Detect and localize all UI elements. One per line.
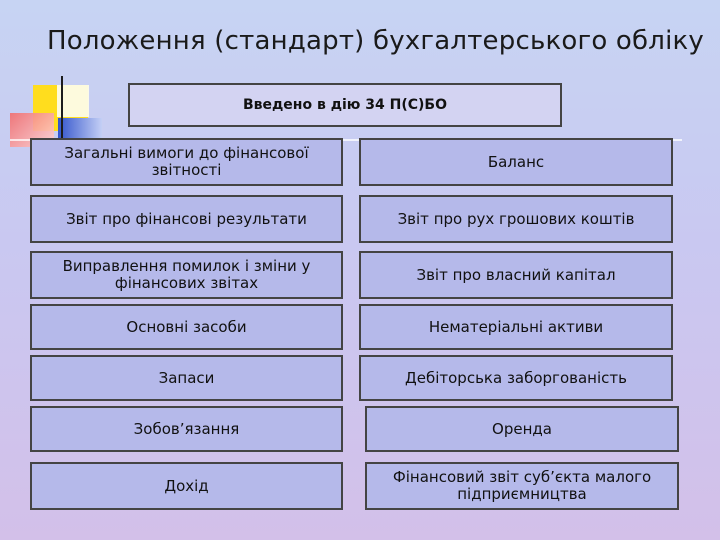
standard-box: Фінансовий звіт суб’єкта малого підприєм… (365, 462, 679, 510)
slide-title: Положення (стандарт) бухгалтерського обл… (47, 26, 704, 56)
standard-box: Дохід (30, 462, 343, 510)
decor-vertical-line (61, 76, 63, 168)
standard-box: Дебіторська заборгованість (359, 355, 673, 401)
standard-box: Запаси (30, 355, 343, 401)
standard-box: Основні засоби (30, 304, 343, 350)
standard-box: Звіт про власний капітал (359, 251, 673, 299)
standard-box: Оренда (365, 406, 679, 452)
standard-box: Виправлення помилок і зміни у фінансових… (30, 251, 343, 299)
standard-box: Звіт про фінансові результати (30, 195, 343, 243)
header-box: Введено в дію 34 П(С)БО (128, 83, 562, 127)
standard-box: Звіт про рух грошових коштів (359, 195, 673, 243)
standard-box: Зобов’язання (30, 406, 343, 452)
standard-box: Баланс (359, 138, 673, 186)
standard-box: Загальні вимоги до фінансової звітності (30, 138, 343, 186)
standard-box: Нематеріальні активи (359, 304, 673, 350)
decor-horizontal-line (10, 139, 682, 141)
